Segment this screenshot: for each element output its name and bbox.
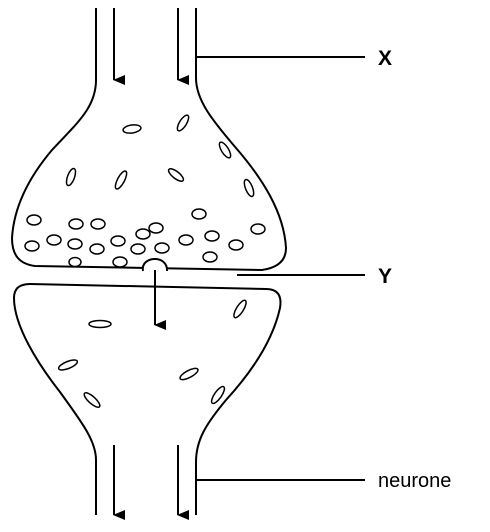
fusing-vesicle [143, 259, 167, 271]
label-y: Y [378, 265, 392, 288]
label-neurone: neurone [378, 470, 451, 492]
label-x: X [378, 47, 392, 70]
